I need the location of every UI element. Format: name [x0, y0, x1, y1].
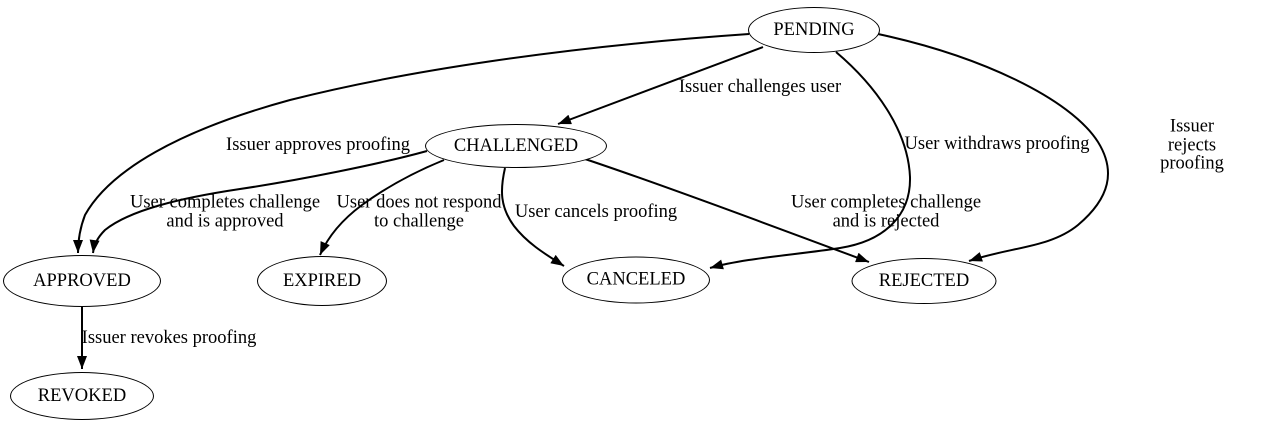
- edge-pending-rejected: [877, 33, 1110, 262]
- node-canceled: CANCELED: [562, 256, 710, 304]
- node-label-pending: PENDING: [773, 19, 855, 40]
- node-expired: EXPIRED: [257, 256, 387, 306]
- edge-challenged-approved: [89, 150, 428, 254]
- edge-pending-approved: [73, 33, 750, 254]
- node-revoked: REVOKED: [10, 372, 154, 420]
- node-pending: PENDING: [748, 7, 880, 53]
- node-challenged: CHALLENGED: [425, 124, 607, 168]
- node-label-approved: APPROVED: [33, 270, 131, 291]
- edge-label-issuer-challenges-user: Issuer challenges user: [678, 76, 842, 97]
- edge-label-user-completes-challenge-approved: User completes challenge and is approved: [129, 192, 321, 231]
- edge-pending-canceled: [709, 51, 912, 270]
- node-label-expired: EXPIRED: [282, 270, 362, 291]
- edge-pending-challenged: [557, 46, 764, 125]
- edge-label-issuer-rejects-proofing: Issuer rejects proofing: [1160, 116, 1224, 174]
- node-approved: APPROVED: [3, 255, 161, 307]
- node-rejected: REJECTED: [851, 258, 997, 304]
- edge-challenged-canceled: [500, 167, 565, 267]
- edge-label-user-does-not-respond: User does not respond to challenge: [336, 192, 502, 231]
- node-label-challenged: CHALLENGED: [453, 135, 579, 156]
- node-label-canceled: CANCELED: [586, 269, 686, 290]
- edge-challenged-expired: [319, 159, 445, 256]
- edge-challenged-rejected: [581, 157, 870, 263]
- edge-label-issuer-approves-proofing: Issuer approves proofing: [226, 134, 410, 155]
- node-label-revoked: REVOKED: [37, 385, 127, 406]
- node-label-rejected: REJECTED: [878, 270, 970, 291]
- edge-label-user-completes-challenge-rejected: User completes challenge and is rejected: [790, 192, 982, 231]
- edge-label-user-cancels-proofing: User cancels proofing: [514, 201, 678, 222]
- edge-label-user-withdraws-proofing: User withdraws proofing: [904, 133, 1090, 154]
- edge-label-issuer-revokes-proofing: Issuer revokes proofing: [81, 327, 257, 348]
